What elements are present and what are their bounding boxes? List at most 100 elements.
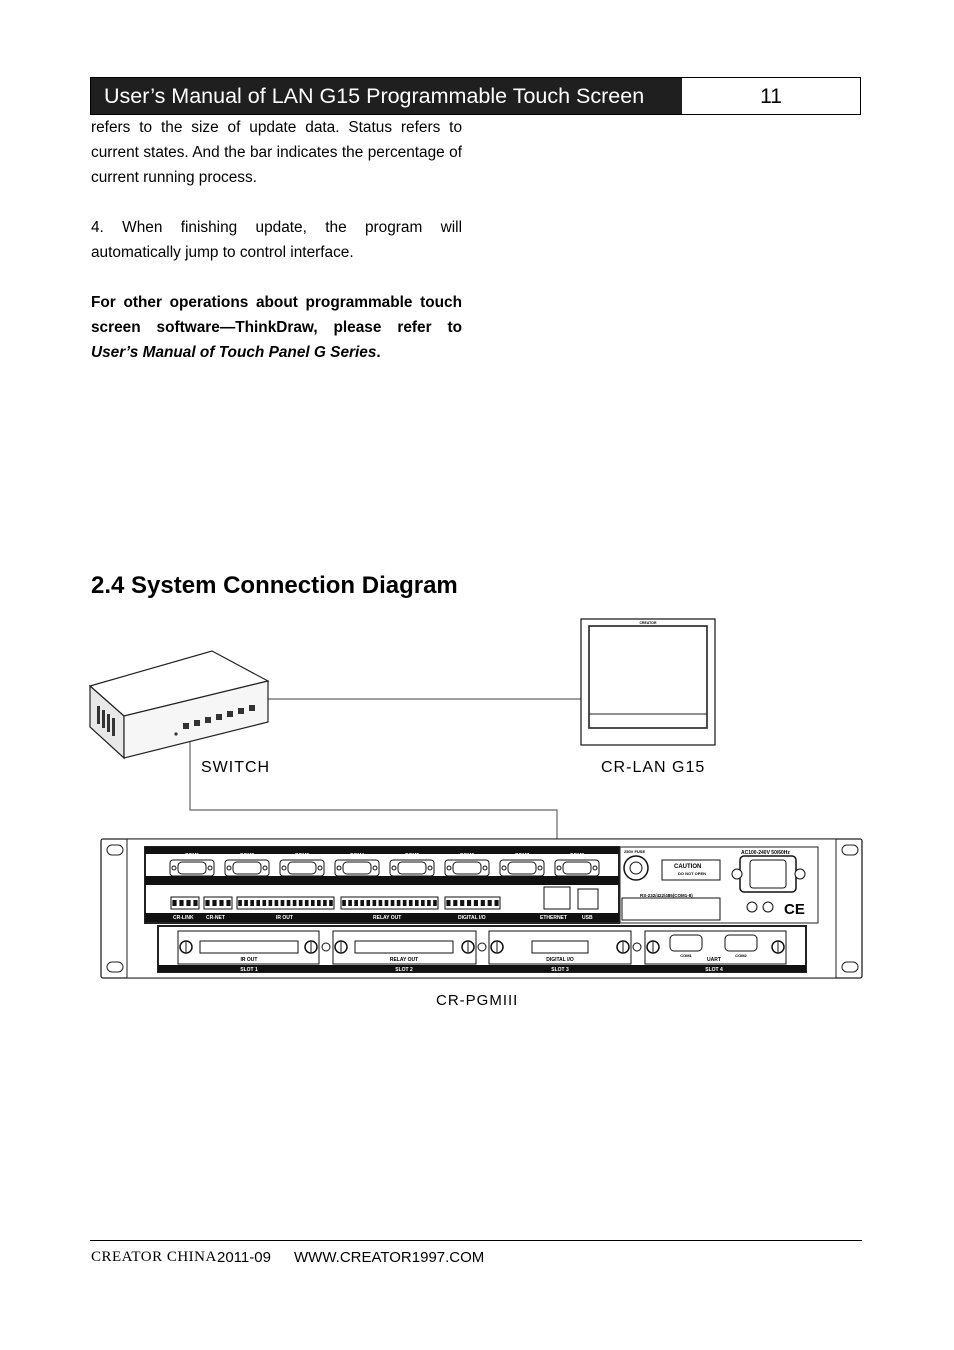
com-port-label: COM2 — [240, 853, 255, 859]
terminal-pin — [226, 900, 231, 906]
port-screw — [226, 865, 232, 871]
terminal-pin — [408, 900, 413, 906]
row2-label: CR-NET — [206, 915, 225, 921]
terminal-pin — [186, 900, 191, 906]
terminal-pin — [238, 900, 242, 906]
db9-socket — [397, 861, 427, 875]
port-screw — [537, 865, 543, 871]
row2-label: DIGITAL I/O — [458, 915, 486, 921]
panel-band — [145, 847, 806, 972]
row2-label: IR OUT — [276, 915, 293, 921]
com-port-label: COM5 — [405, 853, 420, 859]
footer-company: CREATOR CHINA — [91, 1249, 217, 1265]
footer-rule — [90, 1240, 862, 1241]
section-title: 2.4 System Connection Diagram — [91, 572, 458, 599]
terminal-pin — [414, 900, 419, 906]
paragraph-other-operations: For other operations about programmable … — [91, 290, 462, 365]
terminal-pin — [298, 900, 303, 906]
terminal-pin — [384, 900, 389, 906]
db9-socket — [232, 861, 262, 875]
expansion-slots — [177, 930, 787, 965]
terminal-pin — [453, 900, 458, 906]
terminal-pin — [250, 900, 254, 906]
terminal-pin — [317, 900, 321, 906]
port-screw — [317, 865, 323, 871]
port-screw — [207, 865, 213, 871]
db9-socket — [507, 861, 537, 875]
slot-label: SLOT 3 — [551, 967, 569, 973]
touchscreen-monitor — [580, 618, 716, 746]
port-screw — [262, 865, 268, 871]
terminal-pin — [323, 900, 327, 906]
terminal-pin — [244, 900, 248, 906]
rs-label: RS-232/422/485(COM1-8) — [640, 893, 693, 898]
chassis-screw — [632, 942, 642, 952]
row2-label: ETHERNET — [540, 915, 567, 921]
footer-date: 2011-09 — [217, 1249, 271, 1266]
terminal-pin — [467, 900, 472, 906]
terminal-pin — [286, 900, 291, 906]
port-screw — [336, 865, 342, 871]
port-screw — [171, 865, 177, 871]
switch-label: SWITCH — [201, 759, 270, 776]
panel-screws — [179, 940, 785, 954]
slot-title: RELAY OUT — [390, 957, 418, 963]
db9-socket — [177, 861, 207, 875]
manual-reference: User’s Manual of Touch Panel G Series — [91, 344, 377, 361]
terminal-pin — [172, 900, 177, 906]
terminal-pin — [274, 900, 279, 906]
touchscreen-label: CR-LAN G15 — [601, 759, 705, 776]
com-port-label: COM7 — [515, 853, 530, 859]
slot-title: UART — [707, 957, 721, 963]
terminal-pin — [256, 900, 261, 906]
terminal-pin — [446, 900, 451, 906]
paragraph-status: refers to the size of update data. Statu… — [91, 119, 462, 186]
caution-sub: DO NOT OPEN — [678, 871, 706, 876]
uart-port-label: COM2 — [735, 953, 747, 958]
terminal-pin — [193, 900, 198, 906]
fuse-label: 250V FUSE — [624, 849, 645, 854]
uart-port-label: COM1 — [680, 953, 692, 958]
com-port-label: COM4 — [350, 853, 365, 859]
terminal-pin — [348, 900, 352, 906]
port-screw — [372, 865, 378, 871]
terminal-pin — [262, 900, 267, 906]
row2-label: CR-LINK — [173, 915, 194, 921]
terminal-pin — [473, 900, 478, 906]
terminal-pin — [292, 900, 297, 906]
slot-label: SLOT 4 — [705, 967, 723, 973]
chassis-screw — [477, 942, 487, 952]
terminal-pin — [179, 900, 184, 906]
host-label: CR-PGMIII — [436, 992, 518, 1009]
port-screw — [482, 865, 488, 871]
terminal-pin — [280, 900, 285, 906]
other-ops-text: For other operations about programmable … — [91, 294, 462, 336]
db9-socket — [287, 861, 317, 875]
caution-label: CAUTION — [674, 864, 701, 870]
system-connection-diagram: SWITCH CREATOR CR-LAN G15 COM1 COM2 COM3… — [88, 618, 863, 1009]
port-screw — [501, 865, 507, 871]
terminal-pin — [427, 900, 431, 906]
terminal-pin — [372, 900, 377, 906]
page-number: 11 — [760, 85, 782, 108]
port-screw — [556, 865, 562, 871]
terminal-pin — [304, 900, 309, 906]
com-port-label: COM3 — [295, 853, 310, 859]
db9-socket — [342, 861, 372, 875]
port-screw — [281, 865, 287, 871]
network-switch — [88, 650, 270, 760]
port-screw — [592, 865, 598, 871]
row2-label: RELAY OUT — [373, 915, 401, 921]
slot-label: SLOT 2 — [395, 967, 413, 973]
terminal-pin — [360, 900, 365, 906]
terminal-pin — [390, 900, 395, 906]
touchscreen-brand: CREATOR — [640, 621, 657, 625]
port-screw — [427, 865, 433, 871]
page-header: User’s Manual of LAN G15 Programmable To… — [90, 77, 861, 115]
slot-title: IR OUT — [241, 957, 258, 963]
port-screw — [391, 865, 397, 871]
slot-title: DIGITAL I/O — [546, 957, 574, 963]
terminal-blocks — [170, 886, 599, 910]
terminal-pin — [268, 900, 273, 906]
terminal-pin — [342, 900, 346, 906]
